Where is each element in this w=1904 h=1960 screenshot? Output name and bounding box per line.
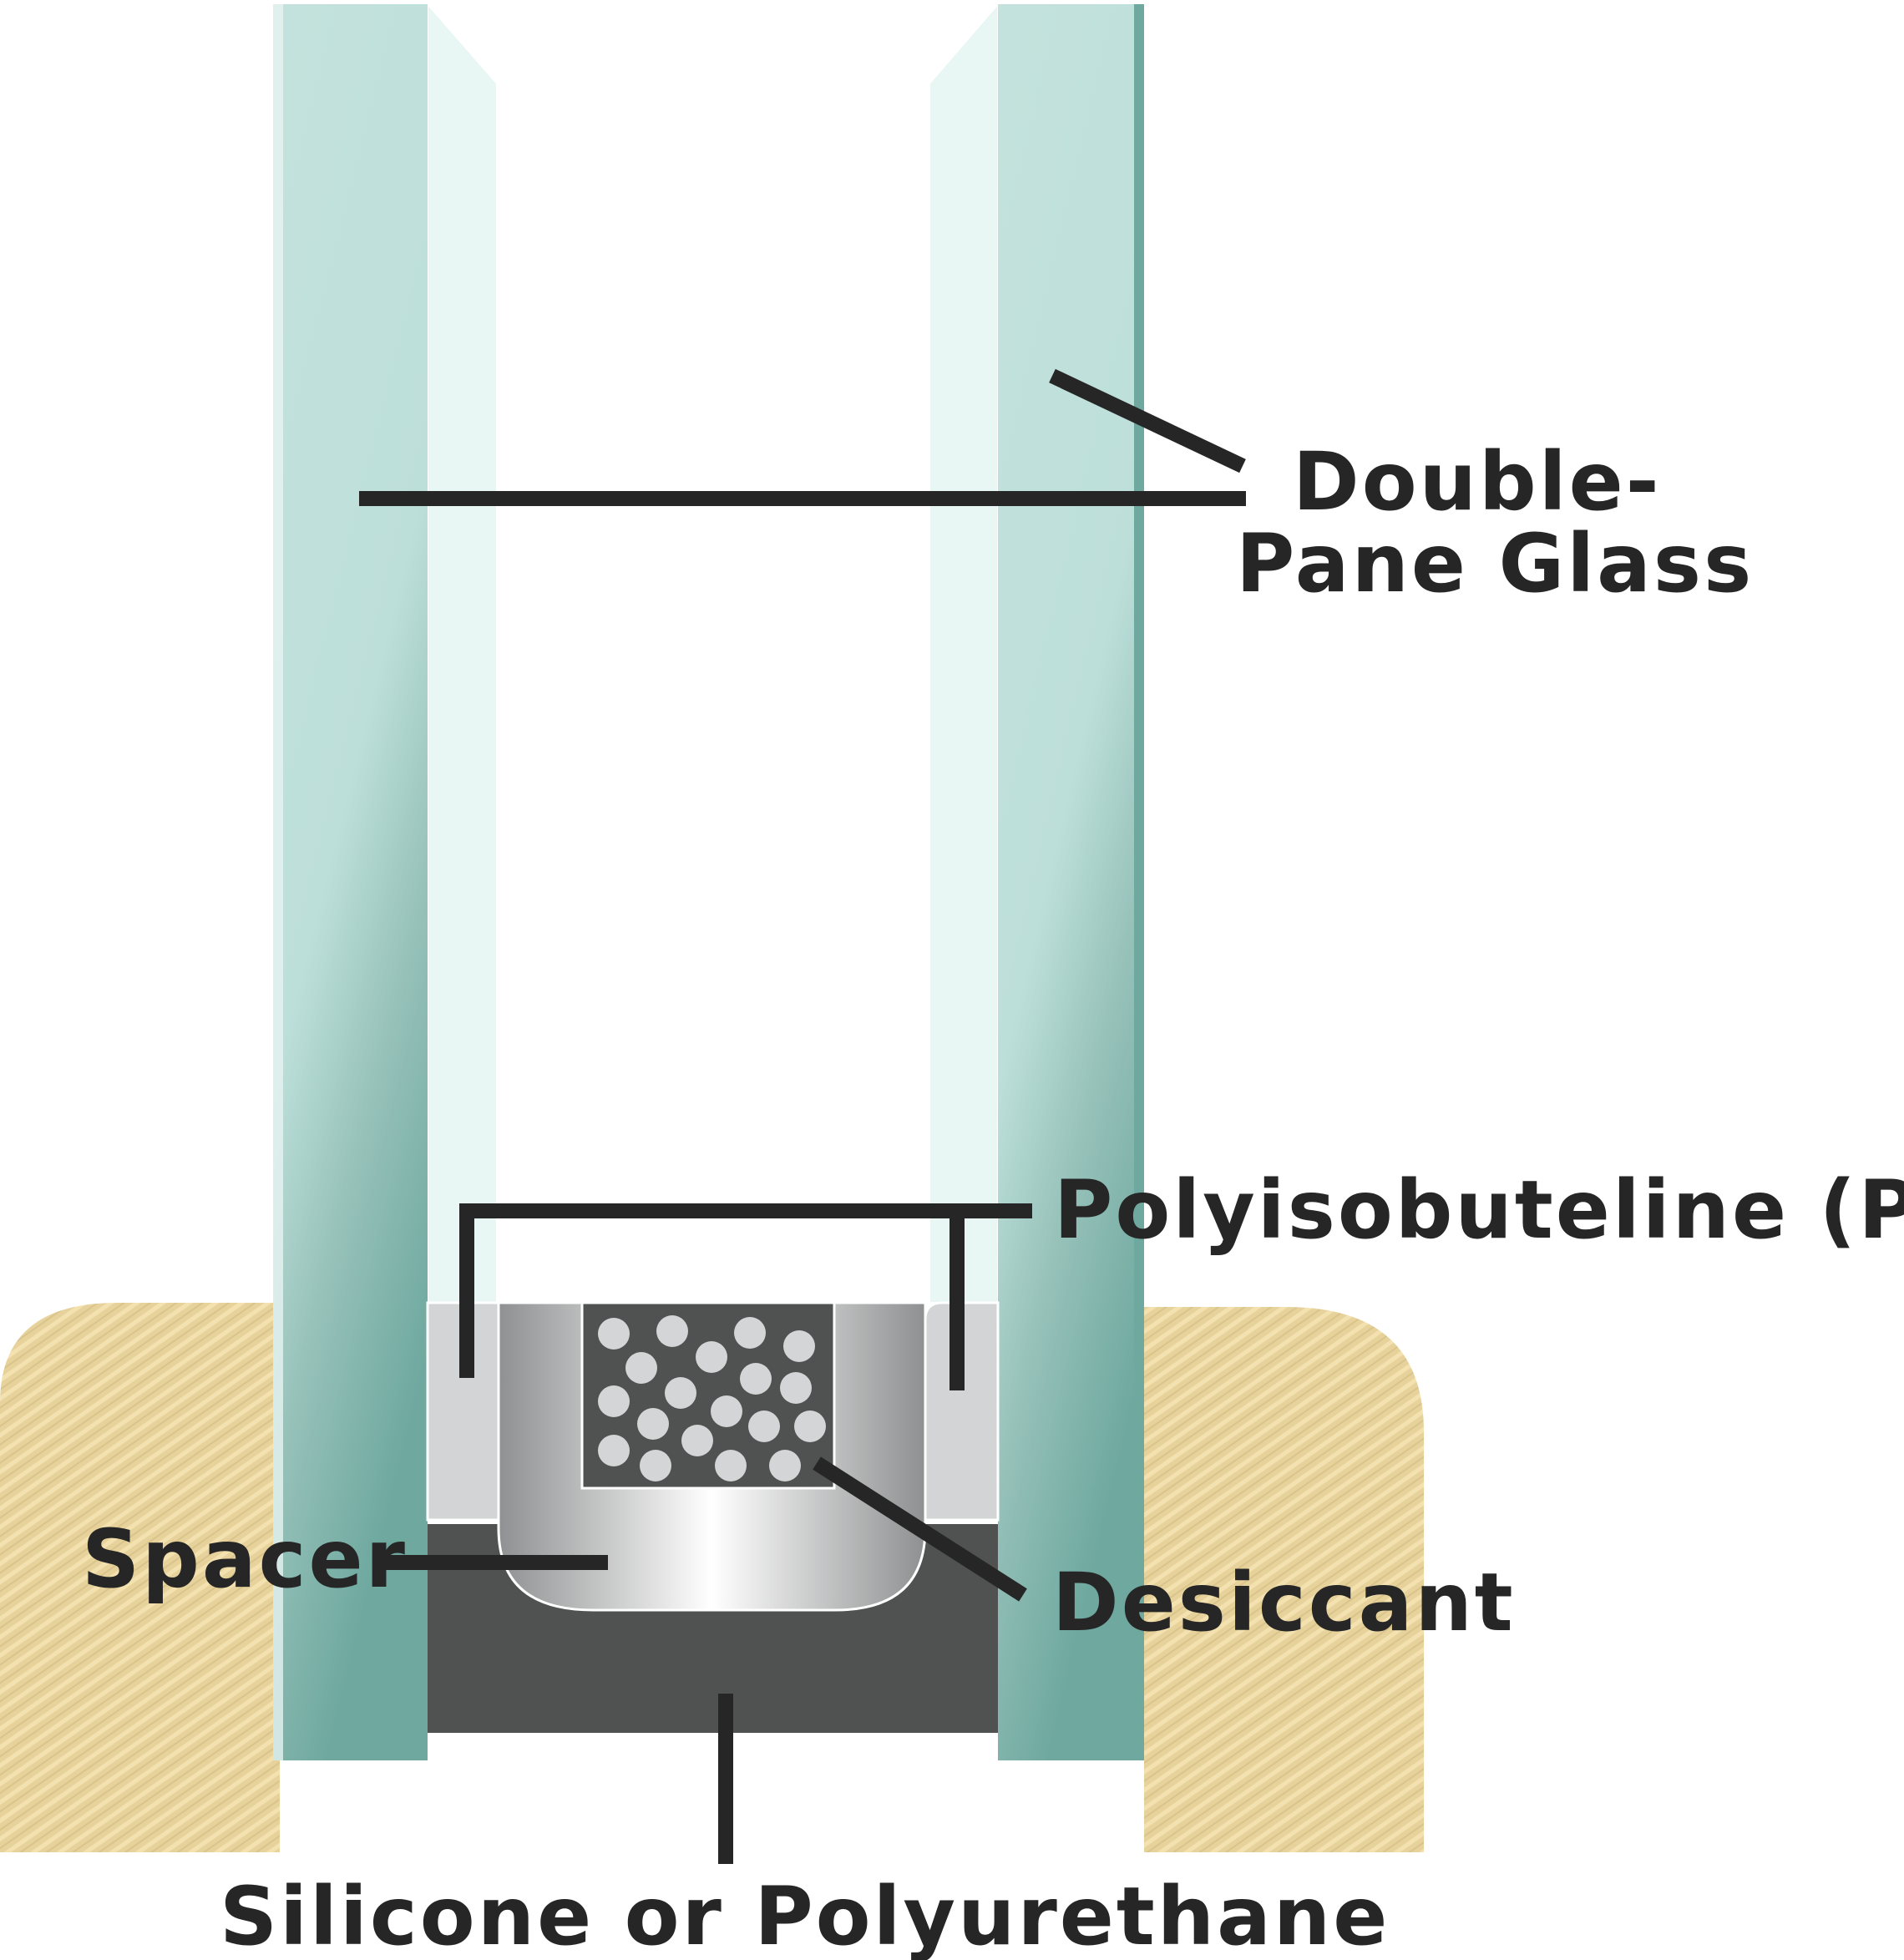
desiccant-bead <box>625 1352 657 1384</box>
label-pib: Polyisobuteline (PIB) <box>1054 1163 1904 1257</box>
desiccant-bead <box>748 1410 780 1442</box>
leader-pib <box>459 1203 1032 1378</box>
label-spacer: Spacer <box>82 1512 408 1606</box>
desiccant-bead <box>598 1318 630 1350</box>
desiccant-bead <box>665 1377 696 1409</box>
desiccant-bead <box>740 1363 772 1395</box>
desiccant-beads <box>598 1315 826 1481</box>
label-desiccant: Desiccant <box>1052 1556 1516 1649</box>
desiccant-bead <box>794 1410 826 1442</box>
glass-pane-left <box>273 4 428 1760</box>
label-sealant: Silicone or Polyurethane <box>220 1870 1390 1960</box>
frame-left <box>0 1303 280 1852</box>
desiccant-bead <box>681 1425 713 1456</box>
glass-pane-left-edge <box>273 4 283 1760</box>
desiccant-bead <box>780 1372 812 1404</box>
leader-desiccant <box>813 1456 1027 1602</box>
desiccant-bead <box>598 1435 630 1466</box>
desiccant-bead <box>656 1315 688 1347</box>
glass-pane-right <box>998 4 1144 1760</box>
glass-right-inner-edge <box>929 2 999 1304</box>
desiccant-bead <box>696 1341 727 1373</box>
desiccant-bead <box>715 1450 747 1481</box>
desiccant-bead <box>640 1450 671 1481</box>
desiccant-bead <box>783 1330 815 1362</box>
glass-pane-right-edge <box>1134 4 1144 1760</box>
label-double-pane-line2: Pane Glass <box>1236 517 1754 610</box>
desiccant-bead <box>598 1385 630 1417</box>
frame-right <box>1144 1307 1424 1852</box>
leader-glass-1 <box>1049 368 1246 474</box>
desiccant-bead <box>769 1450 801 1481</box>
desiccant-bead <box>734 1317 766 1349</box>
desiccant-bead <box>637 1408 669 1440</box>
glass-left-inner-edge <box>427 2 498 1304</box>
desiccant-bead <box>711 1395 742 1427</box>
label-double-pane-line1: Double- <box>1293 435 1662 529</box>
